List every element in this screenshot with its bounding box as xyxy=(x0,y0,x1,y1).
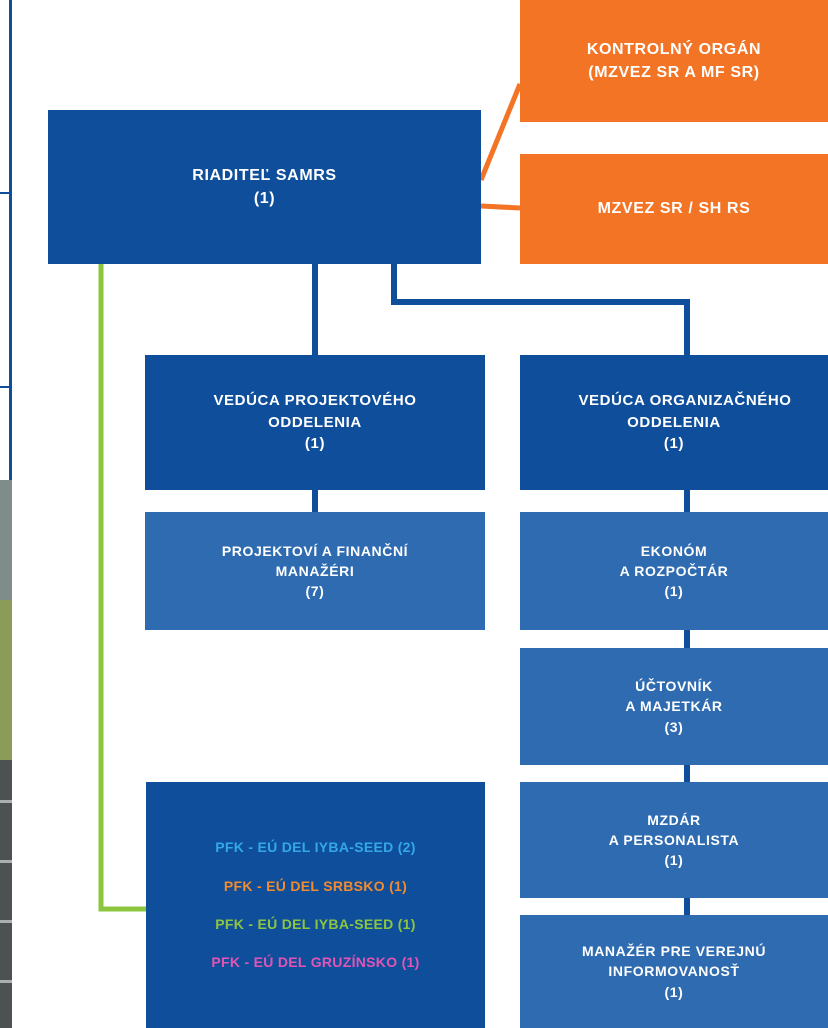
project-managers-box: PROJEKTOVÍ A FINANČNÍ MANAŽÉRI (7) xyxy=(145,512,485,630)
org-head-count: (1) xyxy=(663,435,685,453)
accountant-line2: A MAJETKÁR xyxy=(625,698,723,715)
payroll-line1: MZDÁR xyxy=(647,811,701,828)
pr-manager-box: MANAŽÉR PRE VEREJNÚ INFORMOVANOSŤ (1) xyxy=(520,915,828,1028)
pr-manager-line2: INFORMOVANOSŤ xyxy=(608,963,740,980)
ministry-box: MZVEZ SR / SH RS xyxy=(520,154,828,264)
accountant-box: ÚČTOVNÍK A MAJETKÁR (3) xyxy=(520,648,828,765)
project-head-line2: ODDELENIA xyxy=(268,413,362,431)
background-photo-strip xyxy=(0,0,12,1028)
org-head-line2: ODDELENIA xyxy=(627,413,721,431)
accountant-line1: ÚČTOVNÍK xyxy=(635,678,713,695)
pfk-item: PFK - EÚ DEL SRBSKO (1) xyxy=(223,877,408,894)
ministry-title: MZVEZ SR / SH RS xyxy=(597,200,751,218)
pfk-item: PFK - EÚ DEL IYBA-SEED (2) xyxy=(215,839,416,856)
pr-manager-line1: MANAŽÉR PRE VEREJNÚ xyxy=(581,943,767,960)
control-body-box: KONTROLNÝ ORGÁN (MZVEZ SR A MF SR) xyxy=(520,0,828,122)
payroll-line2: A PERSONALISTA xyxy=(608,831,740,848)
project-managers-count: (7) xyxy=(305,583,325,600)
economist-line1: EKONÓM xyxy=(640,542,708,559)
director-title: RIADITEĽ SAMRS xyxy=(192,166,337,184)
director-box: RIADITEĽ SAMRS (1) xyxy=(48,110,481,264)
accountant-count: (3) xyxy=(664,718,684,735)
org-head-line1: VEDÚCA ORGANIZAČNÉHO xyxy=(578,391,792,409)
org-head-box: VEDÚCA ORGANIZAČNÉHO ODDELENIA (1) xyxy=(520,355,828,490)
economist-box: EKONÓM A ROZPOČTÁR (1) xyxy=(520,512,828,630)
connector-director-control xyxy=(478,83,523,181)
project-managers-line2: MANAŽÉRI xyxy=(275,562,355,579)
pfk-item: PFK - EÚ DEL GRUZÍNSKO (1) xyxy=(211,954,420,971)
connector-director-pfk xyxy=(98,264,146,912)
connector-director-org xyxy=(391,264,690,355)
pr-manager-count: (1) xyxy=(664,983,684,1000)
director-count: (1) xyxy=(253,190,276,207)
pfk-box: PFK - EÚ DEL IYBA-SEED (2) PFK - EÚ DEL … xyxy=(146,782,485,1028)
project-head-line1: VEDÚCA PROJEKTOVÉHO xyxy=(213,391,417,409)
connector-director-ministry xyxy=(480,203,521,211)
payroll-box: MZDÁR A PERSONALISTA (1) xyxy=(520,782,828,898)
project-head-count: (1) xyxy=(304,435,326,453)
economist-line2: A ROZPOČTÁR xyxy=(619,562,729,579)
project-head-box: VEDÚCA PROJEKTOVÉHO ODDELENIA (1) xyxy=(145,355,485,490)
project-managers-line1: PROJEKTOVÍ A FINANČNÍ xyxy=(221,542,409,559)
pfk-item: PFK - EÚ DEL IYBA-SEED (1) xyxy=(215,916,416,932)
payroll-count: (1) xyxy=(664,852,684,869)
control-body-subtitle: (MZVEZ SR A MF SR) xyxy=(588,64,760,81)
economist-count: (1) xyxy=(664,583,684,600)
control-body-title: KONTROLNÝ ORGÁN xyxy=(586,40,762,58)
